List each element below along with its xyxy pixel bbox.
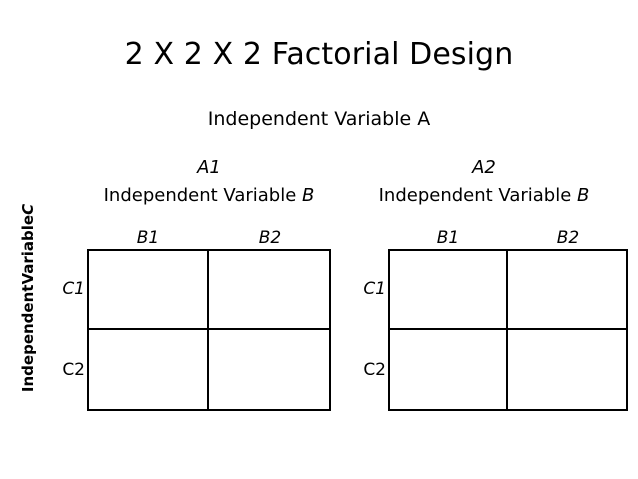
panel-a2-cell-c1-b2[interactable] (508, 251, 626, 330)
panel-a1: A1 Independent Variable B (30, 0, 388, 479)
panel-a2-cell-c1-b1[interactable] (390, 251, 508, 330)
panel-a1-factor-b-label: Independent Variable B (30, 185, 388, 207)
panel-a2-row-header-c1: C1 (363, 279, 386, 300)
panel-a1-factor-b-prefix: Independent Variable (103, 185, 303, 206)
factor-c-label-line1: Independent (19, 284, 38, 393)
panel-a2-factor-b-label: Independent Variable B (330, 185, 638, 207)
panel-a2-factor-b-symbol: B (577, 185, 590, 206)
factor-a-label: Independent Variable A (207, 108, 431, 130)
panel-a2: A2 Independent Variable B (330, 0, 638, 479)
panel-a1-cell-c2-b1[interactable] (89, 330, 209, 409)
panel-a2-column-header-b1: B1 (436, 228, 460, 248)
panel-a1-factor-b-symbol: B (302, 185, 315, 206)
panel-a2-cell-c2-b2[interactable] (508, 330, 626, 409)
panel-a1-cell-c1-b2[interactable] (209, 251, 329, 330)
factor-c-label-line2: Variable (19, 214, 38, 285)
panel-a1-column-headers: B1 B2 (87, 229, 331, 249)
panel-a1-cell-c2-b2[interactable] (209, 330, 329, 409)
panel-a2-grid (388, 249, 628, 411)
panel-a1-row-headers: C1 C2 (47, 249, 87, 411)
panel-a1-level: A1 (197, 157, 221, 178)
panel-a1-row-header-c2: C2 (62, 360, 85, 381)
panel-a1-grid (87, 249, 331, 411)
factor-c-label-symbol: C (19, 203, 38, 215)
panel-a1-row-header-c1: C1 (62, 279, 85, 300)
panel-a2-row-headers: C1 C2 (348, 249, 388, 411)
panel-a2-row-header-c2: C2 (363, 360, 386, 381)
page-title: 2 X 2 X 2 Factorial Design (124, 37, 514, 72)
panel-a2-factor-b-prefix: Independent Variable (378, 185, 578, 206)
panel-a2-column-header-b2: B2 (556, 228, 580, 248)
panel-a2-cell-c2-b1[interactable] (390, 330, 508, 409)
panel-a2-level: A2 (472, 157, 496, 178)
panel-a1-column-header-b1: B1 (136, 228, 160, 248)
panel-a2-column-headers: B1 B2 (388, 229, 628, 249)
panel-a1-column-header-b2: B2 (258, 228, 282, 248)
panel-a1-cell-c1-b1[interactable] (89, 251, 209, 330)
